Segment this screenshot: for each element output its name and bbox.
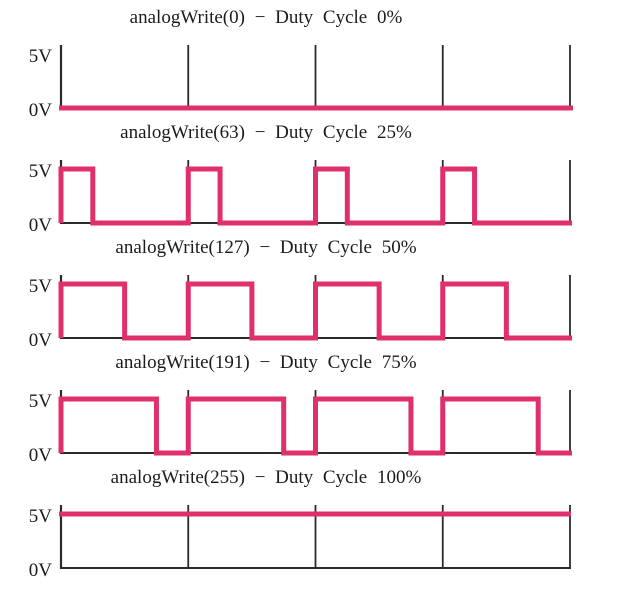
waveform-chart: 5V 0V (29, 390, 572, 466)
panel-title: analogWrite(63) − Duty Cycle 25% (120, 122, 412, 143)
y-axis-label-5v: 5V (29, 506, 53, 527)
y-axis-label-0v: 0V (29, 100, 53, 121)
y-axis-label-0v: 0V (29, 560, 53, 581)
panel-title: analogWrite(0) − Duty Cycle 0% (129, 7, 403, 28)
pwm-panel: analogWrite(255) − Duty Cycle 100% 5V 0V (0, 465, 619, 581)
pwm-panel: analogWrite(191) − Duty Cycle 75% 5V 0V (0, 350, 619, 466)
panel-title: analogWrite(255) − Duty Cycle 100% (110, 467, 422, 488)
y-axis-label-5v: 5V (29, 161, 53, 182)
y-axis-label-0v: 0V (29, 330, 53, 351)
waveform-chart: 5V 0V (29, 275, 572, 351)
y-axis-label-5v: 5V (29, 276, 53, 297)
pwm-panel: analogWrite(0) − Duty Cycle 0% 5V 0V (0, 5, 619, 121)
pwm-wave (58, 166, 572, 226)
y-axis-label-5v: 5V (29, 46, 53, 67)
y-axis-label-5v: 5V (29, 391, 53, 412)
waveform-chart: 5V 0V (29, 45, 573, 121)
pwm-panel: analogWrite(127) − Duty Cycle 50% 5V 0V (0, 235, 619, 351)
y-axis-label-0v: 0V (29, 215, 53, 236)
pwm-wave (58, 396, 572, 456)
pwm-wave (58, 281, 572, 341)
panel-title: analogWrite(191) − Duty Cycle 75% (115, 352, 417, 373)
y-axis-label-0v: 0V (29, 445, 53, 466)
waveform-chart: 5V 0V (29, 505, 571, 581)
panel-title: analogWrite(127) − Duty Cycle 50% (115, 237, 417, 258)
waveform-chart: 5V 0V (29, 160, 572, 236)
pwm-panel: analogWrite(63) − Duty Cycle 25% 5V 0V (0, 120, 619, 236)
